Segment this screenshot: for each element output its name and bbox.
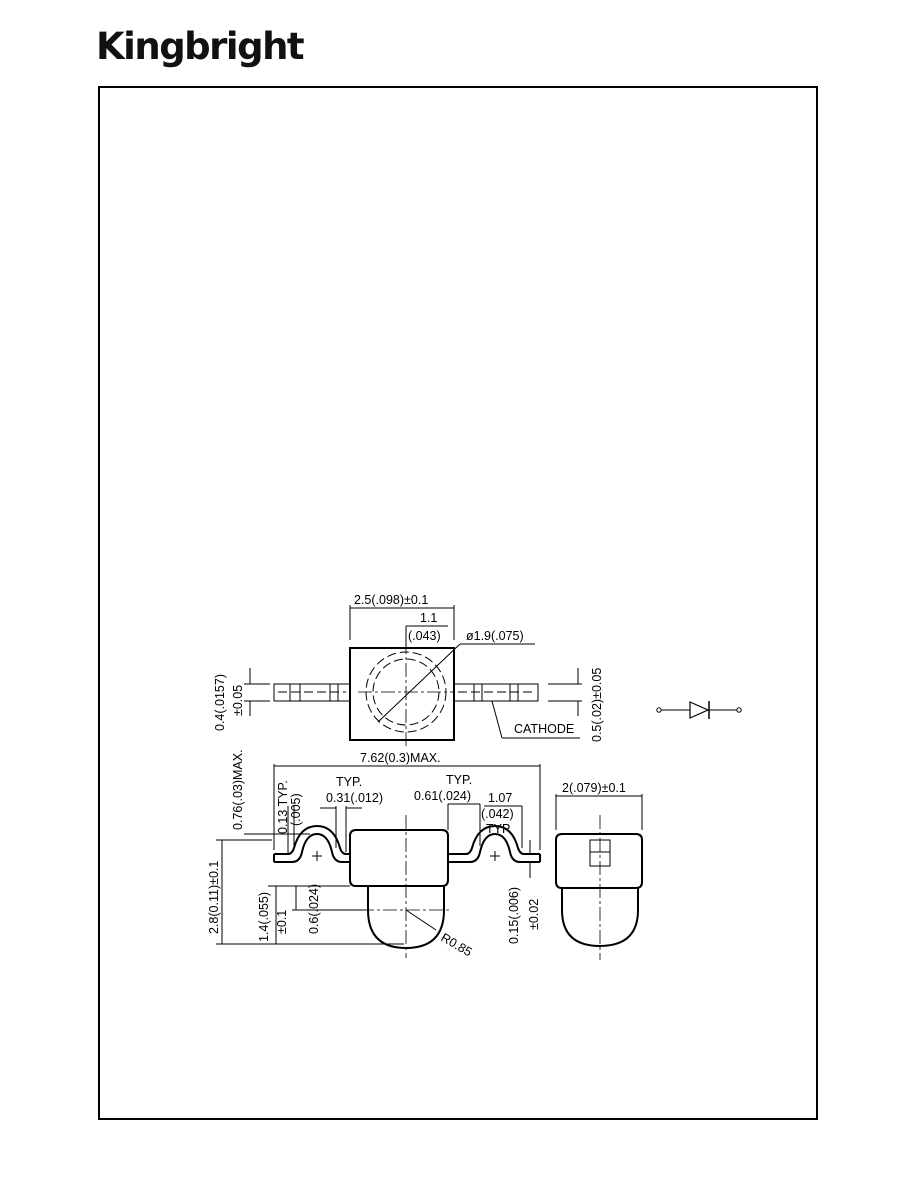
kingbright-logo: Kingbright xyxy=(96,25,305,68)
lead-rise-dim: 0.76(.03)MAX. xyxy=(231,749,245,830)
end-view: 2(.079)±0.1 xyxy=(555,781,643,960)
typ-label-right: TYP. xyxy=(446,773,472,787)
offset-dim-mm: 1.1 xyxy=(420,611,437,625)
lens-height-tol: ±0.1 xyxy=(275,910,289,934)
cathode-label: CATHODE xyxy=(514,722,574,736)
lens-diameter-label: ø1.9(.075) xyxy=(466,629,524,643)
drawing-frame xyxy=(98,86,818,1120)
total-height-dim: 2.8(0.11)±0.1 xyxy=(207,861,221,934)
overall-length-dim: 7.62(0.3)MAX. xyxy=(360,751,441,765)
diode-symbol xyxy=(656,701,742,719)
right-lead-dim: 0.5(.02)±0.05 xyxy=(590,668,604,742)
lead-thickness-tol: ±0.02 xyxy=(527,899,541,930)
end-lead xyxy=(589,839,611,867)
end-body xyxy=(555,833,643,889)
lead-height-tol: ±0.05 xyxy=(231,685,245,716)
right-lead-top xyxy=(453,683,539,702)
side-left-lead xyxy=(274,832,350,863)
side-view: 7.62(0.3)MAX. 0.76(.03)MAX. 0.13 TYP. (.… xyxy=(207,749,541,959)
lens-height-dim: 1.4(.055) xyxy=(257,892,271,942)
top-view: 2.5(.098)±0.1 1.1 (.043) ø1.9(.075) 0.4(… xyxy=(213,593,604,748)
end-dome xyxy=(561,888,639,948)
end-width-dim: 2(.079)±0.1 xyxy=(562,781,626,795)
thickness-typ-dim: 0.13 TYP. xyxy=(276,780,290,834)
side-body xyxy=(349,829,449,887)
lead-height-dim: 0.4(.0157) xyxy=(213,674,227,731)
side-right-lead xyxy=(448,832,540,863)
typ-label-left: TYP. xyxy=(336,775,362,789)
radius-label: R0.85 xyxy=(439,930,475,959)
pitch-typ-label: TYP. xyxy=(486,822,512,836)
pitch-dim-in: (.042) xyxy=(481,807,514,821)
pitch-dim-mm: 1.07 xyxy=(488,791,512,805)
lead-width-dim: 0.31(.012) xyxy=(326,791,383,805)
lens-offset-dim: 0.6(.024) xyxy=(307,884,321,934)
left-lead-top xyxy=(273,683,351,702)
top-width-dim: 2.5(.098)±0.1 xyxy=(354,593,428,607)
lead-thickness-dim: 0.15(.006) xyxy=(507,887,521,944)
thickness-in-dim: (.005) xyxy=(289,793,303,826)
offset-dim-in: (.043) xyxy=(408,629,441,643)
bend-width-dim: 0.61(.024) xyxy=(414,789,471,803)
